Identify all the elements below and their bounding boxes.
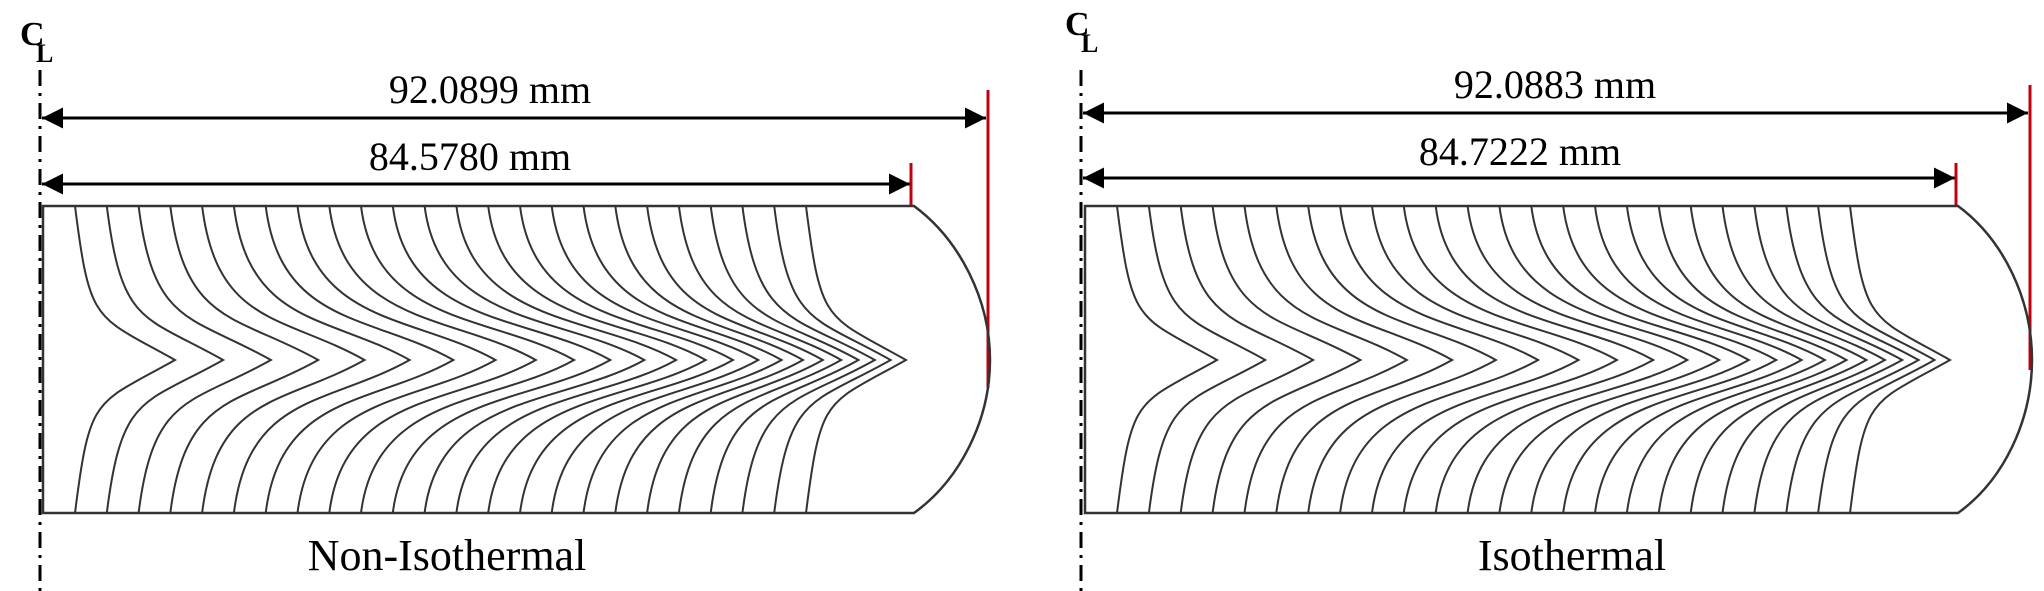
centerline-sub-label: L — [1081, 29, 1098, 58]
flow-line — [741, 205, 877, 514]
flow-line — [296, 205, 498, 514]
flow-line — [582, 205, 784, 514]
panel-caption: Isothermal — [1478, 531, 1666, 580]
flow-line — [1179, 205, 1316, 514]
flow-line — [1275, 205, 1455, 514]
inner-dimension-label: 84.7222 mm — [1419, 129, 1621, 174]
flow-line — [1817, 205, 1937, 514]
inner-dimension-label: 84.5780 mm — [369, 134, 571, 179]
flow-line — [646, 205, 825, 514]
flow-line — [805, 205, 909, 514]
flow-line — [137, 205, 273, 514]
flow-line — [1785, 205, 1921, 514]
flow-line — [360, 205, 577, 514]
flow-line — [201, 205, 367, 514]
centerline-label: C — [1065, 6, 1090, 43]
panel-caption: Non-Isothermal — [308, 531, 587, 580]
flow-line — [519, 205, 736, 514]
panel-isothermal: C L 92.0883 mm 84.7222 mm Isothermal — [1065, 6, 2034, 591]
centerline-sub-label: L — [36, 39, 53, 68]
flow-line — [423, 205, 647, 514]
flow-line — [1147, 205, 1268, 514]
outer-dimension-label: 92.0883 mm — [1454, 62, 1656, 107]
panel-non-isothermal: C L 92.0899 mm 84.5780 mm Non-Isothermal — [20, 16, 992, 591]
flow-line — [1307, 205, 1498, 514]
flow-lines — [1116, 205, 1953, 514]
flow-line — [1371, 205, 1581, 514]
flow-line — [1562, 205, 1779, 514]
flow-line — [169, 205, 321, 514]
flow-line — [1116, 205, 1220, 514]
flow-line — [677, 205, 844, 514]
flow-line — [455, 205, 679, 514]
flow-line — [709, 205, 861, 514]
flow-line — [232, 205, 412, 514]
flow-line — [1211, 205, 1363, 514]
workpiece-outline — [41, 204, 992, 515]
flow-line — [1402, 205, 1619, 514]
flow-line — [1594, 205, 1804, 514]
centerline-label: C — [20, 16, 45, 53]
flow-line — [487, 205, 708, 514]
flow-lines — [74, 205, 909, 514]
flow-line — [550, 205, 761, 514]
flow-line — [1434, 205, 1656, 514]
flow-line — [1498, 205, 1722, 514]
flow-line — [328, 205, 538, 514]
flow-line — [74, 205, 178, 514]
flow-line — [105, 205, 226, 514]
flow-line — [1849, 205, 1953, 514]
flow-line — [1721, 205, 1887, 514]
flow-line — [1753, 205, 1905, 514]
flow-line — [773, 205, 893, 514]
flow-line — [1657, 205, 1849, 514]
flow-line — [1243, 205, 1409, 514]
flow-line — [391, 205, 613, 514]
flow-line — [1530, 205, 1751, 514]
flow-line — [1466, 205, 1690, 514]
flow-line — [1625, 205, 1827, 514]
flow-line — [614, 205, 806, 514]
flow-line — [1689, 205, 1869, 514]
outer-dimension-label: 92.0899 mm — [389, 67, 591, 112]
flow-line — [264, 205, 456, 514]
flow-line — [1339, 205, 1541, 514]
workpiece-outline — [1083, 204, 2034, 515]
